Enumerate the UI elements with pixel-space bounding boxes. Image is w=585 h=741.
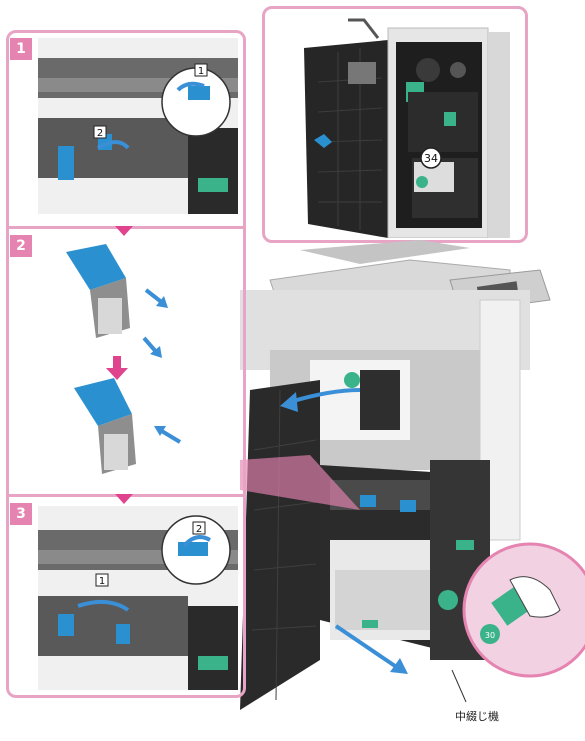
saddle-stitcher-label: 中綴じ機 [455,710,499,723]
step-2-number: 2 [10,235,32,257]
step-3-illustration: 2 1 [38,506,238,690]
step-3-number: 3 [10,503,32,525]
step-1-number: 1 [10,38,32,60]
step-1-to-2-arrow [115,226,133,236]
step-1-illustration: 1 2 [38,38,238,214]
machine-illustration: 30 [240,240,585,710]
callout-30: 30 [485,631,495,640]
step-3-callout-1: 1 [99,576,105,587]
step-3-callout-2: 2 [196,524,202,535]
top-detail-illustration: 34 [304,18,510,238]
callout-34: 34 [424,152,438,165]
steps-frame [6,30,246,698]
step-2-to-3-arrow [115,494,133,504]
step-1-callout-1: 1 [198,66,204,77]
top-detail-frame [262,6,528,243]
step-1-callout-2: 2 [97,128,103,139]
step-2-illustration [66,244,182,474]
